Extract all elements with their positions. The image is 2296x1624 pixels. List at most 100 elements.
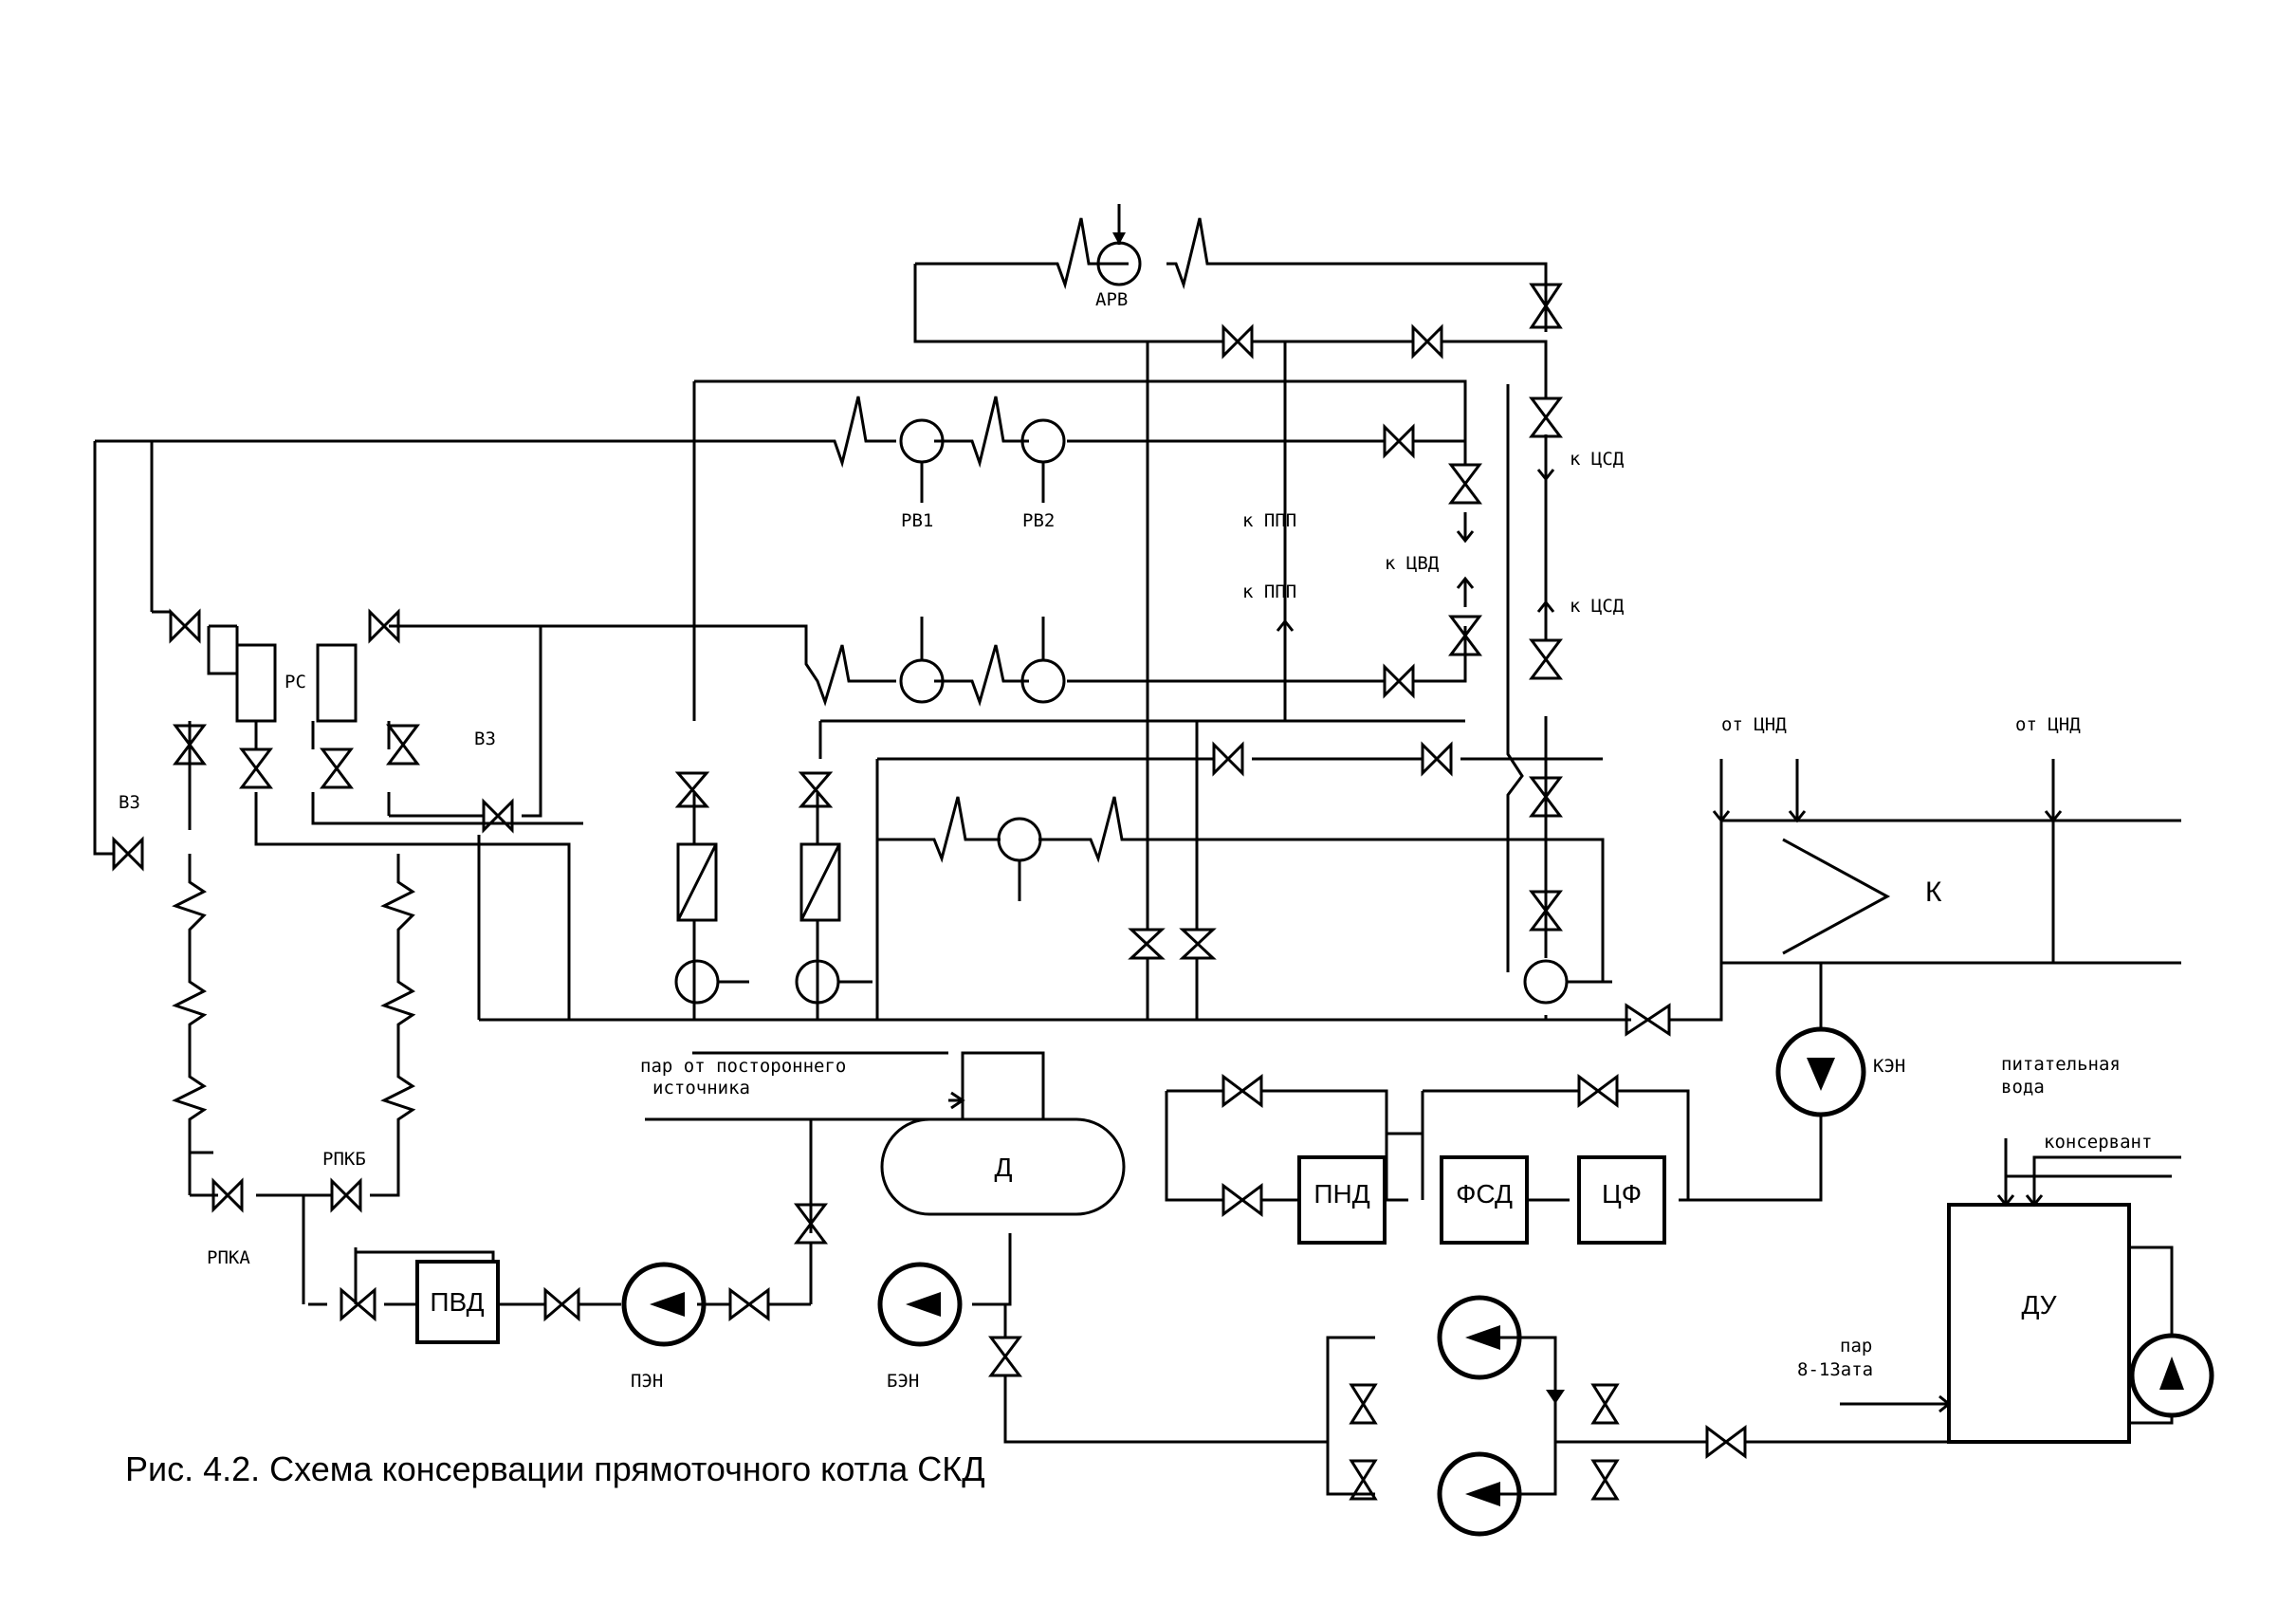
pnd-box xyxy=(1297,1155,1387,1245)
valve xyxy=(211,1177,244,1213)
equipment xyxy=(235,643,2131,1444)
pvd-box xyxy=(415,1260,500,1344)
valve xyxy=(798,771,834,808)
label-k-tssd-2: к ЦСД xyxy=(1570,596,1625,617)
valve xyxy=(1221,1183,1263,1217)
tsf-box xyxy=(1577,1155,1666,1245)
valve xyxy=(368,608,400,644)
label-k-ppp-1: к ППП xyxy=(1242,510,1296,531)
label-deaerator: Д xyxy=(995,1153,1013,1182)
valve xyxy=(1221,323,1254,360)
valve xyxy=(1529,890,1563,932)
deaerator xyxy=(880,1117,1126,1216)
valve xyxy=(1212,741,1244,777)
label-arv: АРВ xyxy=(1095,289,1128,310)
condenser xyxy=(1719,819,2055,965)
valve xyxy=(320,747,354,789)
label-feed-1: питательная xyxy=(2001,1054,2121,1075)
valve xyxy=(1590,1459,1620,1501)
valve xyxy=(1179,928,1217,960)
valve xyxy=(1529,638,1563,680)
valve xyxy=(1128,928,1166,960)
label-pnd: ПНД xyxy=(1313,1179,1369,1209)
label-du: ДУ xyxy=(2021,1290,2056,1320)
label-pen: ПЭН xyxy=(631,1371,663,1392)
valves xyxy=(112,283,1747,1501)
label-condenser: К xyxy=(1925,877,1942,908)
valve xyxy=(1529,283,1563,329)
label-rpkb: РПКБ xyxy=(322,1149,366,1170)
label-par-1: пар от постороннего xyxy=(640,1056,846,1077)
valve xyxy=(386,724,420,766)
label-vz-left: ВЗ xyxy=(119,792,140,813)
label-ot-tsnd-2: от ЦНД xyxy=(2015,714,2081,735)
label-rv1: РВ1 xyxy=(901,510,933,531)
deaerator-head xyxy=(961,1051,1045,1121)
label-k-tsvd: к ЦВД xyxy=(1385,553,1440,574)
valve xyxy=(1448,463,1482,505)
label-ken: КЭН xyxy=(1873,1056,1905,1077)
label-par-2: источника xyxy=(652,1078,750,1098)
valve xyxy=(988,1336,1022,1377)
label-tsf: ЦФ xyxy=(1602,1179,1642,1209)
valve xyxy=(330,1177,362,1213)
pump-right xyxy=(1523,959,1569,1005)
pump-arrows xyxy=(650,232,2184,1506)
valve xyxy=(239,747,273,789)
label-rv2: РВ2 xyxy=(1022,510,1055,531)
du-pump xyxy=(2129,1333,2214,1418)
pump-pair-bottom xyxy=(1437,1451,1522,1537)
valve xyxy=(1529,397,1563,438)
valve xyxy=(1221,1074,1263,1108)
valve xyxy=(1421,741,1453,777)
valve xyxy=(1349,1459,1378,1501)
pumps xyxy=(621,204,2214,1537)
figure-caption: Рис. 4.2. Схема консервации прямоточного… xyxy=(125,1449,985,1488)
label-steam-2: 8-13ата xyxy=(1797,1359,1873,1380)
label-k-ppp-2: к ППП xyxy=(1242,581,1296,602)
valve xyxy=(794,1203,828,1245)
valve xyxy=(1625,1003,1671,1037)
label-ot-tsnd-1: от ЦНД xyxy=(1721,714,1787,735)
label-rs: РС xyxy=(285,672,306,692)
valve xyxy=(1383,423,1415,459)
valve xyxy=(112,836,144,872)
label-ben: БЭН xyxy=(887,1371,919,1392)
pump-pair-top xyxy=(1437,1295,1522,1380)
pen-pump xyxy=(621,1262,707,1347)
fsd-box xyxy=(1440,1155,1529,1245)
valve xyxy=(173,724,207,766)
valve xyxy=(543,1286,580,1322)
pump-lower xyxy=(997,817,1042,862)
du-box xyxy=(1947,1203,2131,1444)
label-rpka: РПКА xyxy=(207,1247,250,1268)
label-feed-2: вода xyxy=(2001,1077,2045,1098)
labels: АРВ РВ1 РВ2 к ППП к ППП к ЦВД к ЦСД к ЦС… xyxy=(119,289,2152,1392)
valve xyxy=(728,1287,770,1321)
valve xyxy=(482,798,514,834)
valve xyxy=(1448,615,1482,656)
ben-pump xyxy=(877,1262,963,1347)
valve xyxy=(169,608,201,644)
flow-arrows xyxy=(948,455,2063,1413)
ken-pump xyxy=(1775,1026,1866,1117)
valve xyxy=(1383,663,1415,699)
valve xyxy=(674,771,710,808)
valve xyxy=(1529,776,1563,818)
rs-tank-left xyxy=(235,643,277,723)
rs-tank-right xyxy=(316,643,358,723)
valve xyxy=(340,1286,377,1322)
valve xyxy=(1411,323,1443,360)
label-fsd: ФСД xyxy=(1456,1179,1513,1209)
label-k-tssd-1: к ЦСД xyxy=(1570,449,1625,470)
valve xyxy=(1349,1383,1378,1425)
valve xyxy=(1705,1425,1747,1459)
label-vz-right: ВЗ xyxy=(474,729,496,749)
valve xyxy=(1577,1074,1619,1108)
label-steam-1: пар xyxy=(1840,1336,1872,1356)
label-pvd: ПВД xyxy=(430,1287,484,1317)
valve xyxy=(1590,1383,1620,1425)
pump-filter-left xyxy=(674,959,720,1005)
label-konservant: консервант xyxy=(2044,1132,2152,1153)
